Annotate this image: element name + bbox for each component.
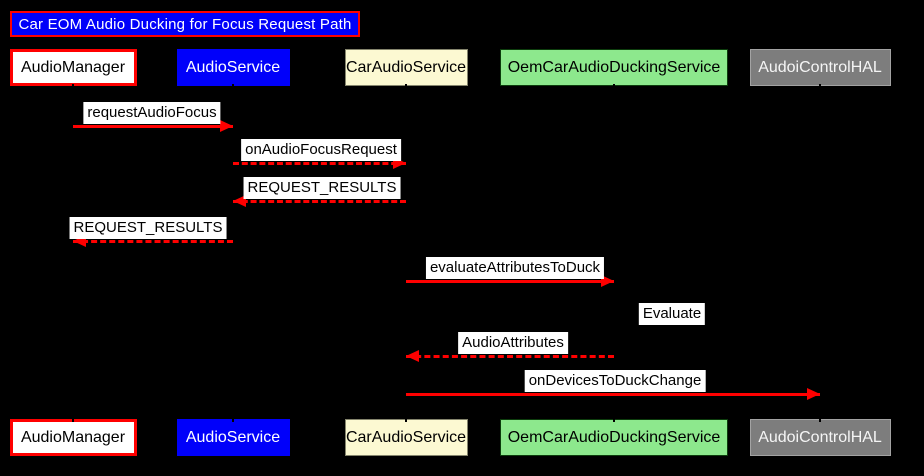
lifeline-audoicontrolhal bbox=[819, 84, 821, 422]
message-line-onaudiofocusrequest bbox=[233, 162, 406, 165]
arrowhead-icon bbox=[601, 275, 614, 287]
participant-caraudioservice-bottom: CarAudioService bbox=[344, 419, 468, 456]
message-line-requestaudiofocus bbox=[73, 125, 233, 128]
message-label-evaluateattributestoduck: evaluateAttributesToDuck bbox=[425, 257, 605, 279]
arrowhead-icon bbox=[406, 350, 419, 362]
arrowhead-icon bbox=[220, 120, 233, 132]
message-label-onaudiofocusrequest: onAudioFocusRequest bbox=[241, 139, 401, 161]
arrowhead-icon bbox=[807, 388, 820, 400]
participant-caraudioservice-top: CarAudioService bbox=[344, 49, 468, 86]
message-line-ondevicestoduckchange bbox=[406, 393, 820, 396]
message-line-request-results bbox=[233, 200, 406, 203]
message-label-ondevicestoduckchange: onDevicesToDuckChange bbox=[524, 370, 706, 392]
participant-oemcaraudioduckingservice-top: OemCarAudioDuckingService bbox=[500, 49, 728, 86]
participant-oemcaraudioduckingservice-bottom: OemCarAudioDuckingService bbox=[500, 419, 728, 456]
message-label-evaluate: Evaluate bbox=[638, 303, 706, 325]
message-label-requestaudiofocus: requestAudioFocus bbox=[83, 102, 221, 124]
participant-audoicontrolhal-top: AudoiControlHAL bbox=[749, 49, 891, 86]
lifeline-oemcaraudioduckingservice bbox=[613, 84, 615, 422]
participant-audioservice-bottom: AudioService bbox=[176, 419, 290, 456]
participant-audioservice-top: AudioService bbox=[176, 49, 290, 86]
arrowhead-icon bbox=[233, 195, 246, 207]
message-line-evaluateattributestoduck bbox=[406, 280, 614, 283]
message-label-request-results: REQUEST_RESULTS bbox=[243, 177, 401, 199]
participant-audoicontrolhal-bottom: AudoiControlHAL bbox=[749, 419, 891, 456]
diagram-title: Car EOM Audio Ducking for Focus Request … bbox=[10, 11, 360, 37]
lifeline-audioservice bbox=[232, 84, 234, 422]
lifeline-audiomanager bbox=[72, 84, 74, 422]
message-line-audioattributes bbox=[406, 355, 614, 358]
lifeline-caraudioservice bbox=[405, 84, 407, 422]
participant-audiomanager-bottom: AudioManager bbox=[9, 419, 137, 456]
message-label-audioattributes: AudioAttributes bbox=[458, 332, 568, 354]
participant-audiomanager-top: AudioManager bbox=[9, 49, 137, 86]
message-line-request-results bbox=[73, 240, 233, 243]
message-label-request-results: REQUEST_RESULTS bbox=[69, 217, 227, 239]
